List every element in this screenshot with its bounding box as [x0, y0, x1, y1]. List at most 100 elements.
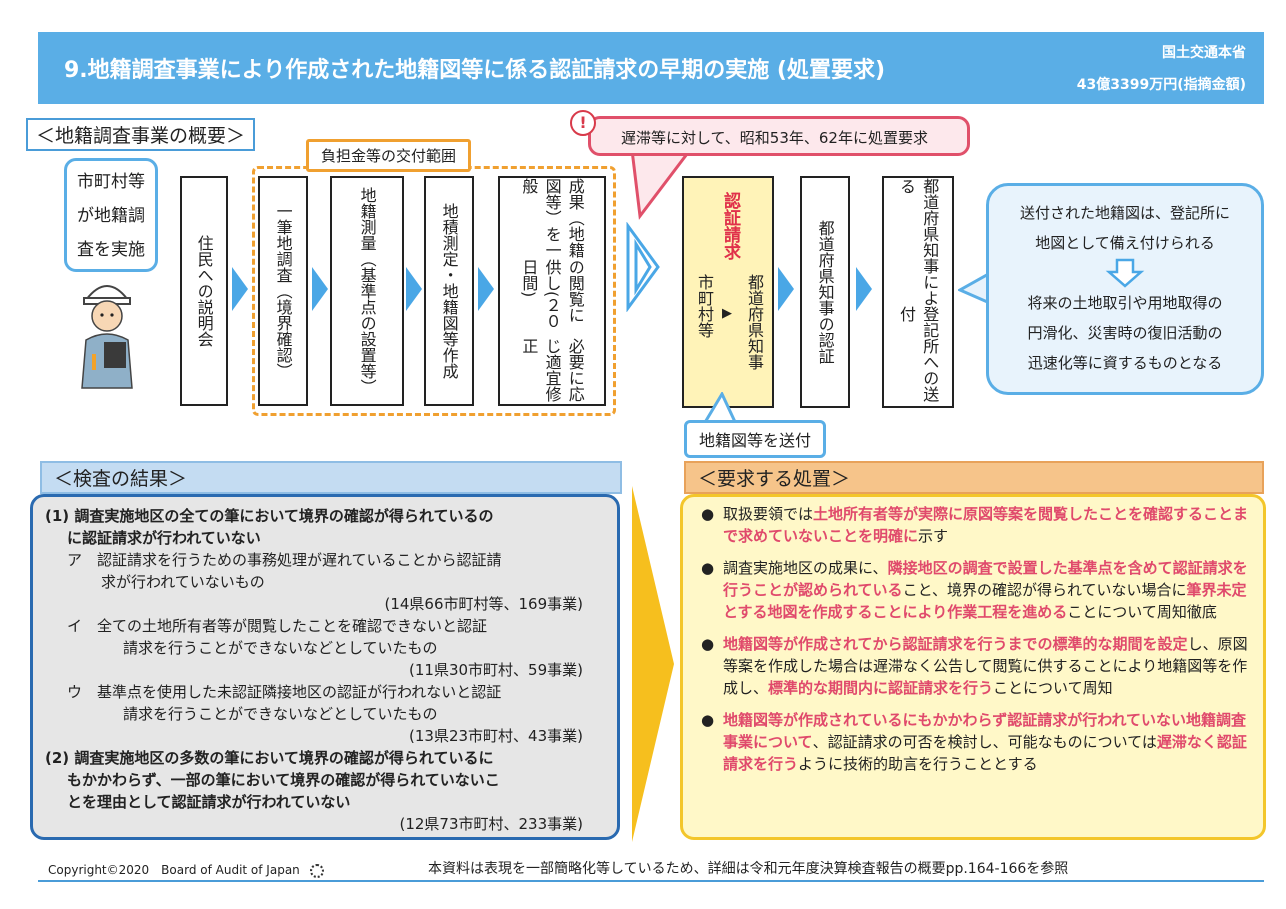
result-heading: (2) 調査実施地区の多数の筆において境界の確認が得られているに — [45, 749, 494, 767]
overview-section-label: ＜地籍調査事業の概要＞ — [26, 118, 256, 151]
step-text: 必要に応じ適宜修正 — [519, 337, 585, 402]
request-item: 地籍図等が作成されているにもかかわらず認証請求が行われていない地籍調査事業につい… — [701, 709, 1249, 775]
request-highlight: 標準的な期間内に認証請求を行う — [768, 679, 994, 697]
footnote: 本資料は表現を一部簡略化等しているため、詳細は令和元年度決算検査報告の概要pp.… — [428, 861, 1069, 877]
request-title: 認証請求 — [720, 192, 740, 260]
step-send-to-registry: 都道府県知事による 登記所への送付 — [882, 176, 954, 408]
step-text: の閲覧に供し(２０日間) — [519, 258, 585, 330]
result-count: (12県73市町村、233事業) — [399, 815, 583, 833]
step-public-inspection: 成果（地籍図等）を一般 の閲覧に供し(２０日間) 必要に応じ適宜修正 — [498, 176, 606, 406]
result-item: 求が行われていないもの — [101, 573, 265, 591]
alert-icon: ! — [570, 110, 596, 136]
flow-arrow-icon — [478, 267, 494, 311]
step-text: 住民への説明会 — [194, 235, 214, 347]
request-highlight: 土地所有者等が実際に原図等案を閲覧したことを確認することまで求めていないことを明… — [723, 505, 1249, 545]
copyright: Copyright©2020 Board of Audit of Japan — [48, 861, 324, 878]
footer-divider — [38, 880, 1264, 882]
bubble-line: 査を実施 — [77, 240, 145, 260]
request-highlight: 地籍図等が作成されてから認証請求を行うまでの標準的な期間を設定 — [723, 635, 1188, 653]
registry-effect-bubble: 送付された地籍図は、登記所に 地図として備え付けられる 将来の土地取引や用地取得… — [986, 183, 1264, 395]
request-highlight: 隣接地区の調査で設置した基準点を含めて認証請求を行うことが認められている — [723, 559, 1248, 599]
bubble-line: 地図として備え付けられる — [1035, 234, 1215, 252]
right-bubble-tail-icon — [958, 270, 992, 306]
request-text: ように技術的助言を行うこととする — [798, 755, 1038, 773]
results-to-requests-arrow-icon — [632, 486, 674, 842]
delay-note-bubble: 遅滞等に対して、昭和53年、62年に処置要求 — [588, 116, 970, 156]
request-item: 地籍図等が作成されてから認証請求を行うまでの標準的な期間を設定し、原図等案を作成… — [701, 633, 1249, 699]
result-item: 請求を行うことができないなどとしていたもの — [123, 705, 438, 723]
request-text: 取扱要領では — [723, 505, 814, 523]
step-text: （基準点の設置等） — [357, 251, 377, 395]
step-parcel-survey: 一筆地調査 （境界確認） — [258, 176, 308, 406]
municipality-bubble: 市町村等 が地籍調 査を実施 — [64, 158, 158, 272]
step-text: 一筆地調査 — [273, 203, 293, 283]
request-direction-icon: ▶ — [722, 306, 732, 321]
result-item: ウ 基準点を使用した未認証隣接地区の認証が行われないと認証 — [67, 683, 502, 701]
agency-name: 国土交通本省 — [1162, 45, 1246, 61]
result-heading: もかかわらず、一部の筆において境界の確認が得られていないこ — [67, 771, 500, 789]
step-resident-briefing: 住民への説明会 — [180, 176, 228, 406]
request-item: 取扱要領では土地所有者等が実際に原図等案を閲覧したことを確認することまで求めてい… — [701, 503, 1249, 547]
result-item: ア 認証請求を行うための事務処理が遅れていることから認証請 — [67, 551, 502, 569]
step-text: 地籍測量 — [357, 187, 377, 251]
page-title: 9.地籍調査事業により作成された地籍図等に係る認証請求の早期の実施 (処置要求) — [64, 58, 885, 83]
request-highlight: 筆界未定とする地図を作成することにより作業工程を進める — [723, 581, 1247, 621]
request-text: こと、境界の確認が得られていない場合に — [902, 581, 1187, 599]
result-item: イ 全ての土地所有者等が閲覧したことを確認できないと認証 — [67, 617, 488, 635]
request-item: 調査実施地区の成果に、隣接地区の調査で設置した基準点を含めて認証請求を行うことが… — [701, 557, 1249, 623]
board-emblem-icon — [309, 863, 324, 878]
request-to: 都道府県知事 — [745, 274, 764, 370]
requests-box: 取扱要領では土地所有者等が実際に原図等案を閲覧したことを確認することまで求めてい… — [680, 494, 1266, 840]
step-text: 登記所への送付 — [897, 306, 940, 403]
bubble-line: 円滑化、災害時の復旧活動の — [1027, 324, 1223, 342]
result-heading: (1) 調査実施地区の全ての筆において境界の確認が得られているの — [45, 507, 494, 525]
header-banner — [38, 32, 1264, 104]
bubble-line: 将来の土地取引や用地取得の — [1027, 294, 1223, 312]
flow-arrow-icon — [312, 267, 328, 311]
bubble-line: 市町村等 — [77, 172, 145, 192]
step-text: 都道府県知事による — [897, 178, 940, 306]
request-highlight: 遅滞なく認証請求を行う — [723, 733, 1247, 773]
request-from: 市町村等 — [695, 274, 714, 338]
step-text: 都道府県知事の認証 — [815, 220, 835, 364]
result-item: 請求を行うことができないなどとしていたもの — [123, 639, 438, 657]
bubble-line: が地籍調 — [77, 206, 145, 226]
step-governor-approval: 都道府県知事の認証 — [800, 176, 850, 408]
step-cadastral-survey: 地籍測量 （基準点の設置等） — [330, 176, 404, 406]
step-area-measurement: 地積測定・地籍図等作成 — [424, 176, 474, 406]
result-heading: とを理由として認証請求が行われていない — [67, 793, 351, 811]
step-text: （境界確認） — [273, 283, 293, 379]
surveyor-illustration-icon — [81, 285, 133, 389]
request-text: 調査実施地区の成果に、 — [723, 559, 888, 577]
requests-section-label: ＜要求する処置＞ — [684, 461, 1264, 494]
pointed-amount: 43億3399万円(指摘金額) — [1076, 77, 1246, 93]
result-heading: に認証請求が行われていない — [67, 529, 261, 547]
step-text: 地積測定・地籍図等作成 — [439, 203, 459, 379]
flow-arrow-icon — [856, 267, 872, 311]
result-count: (14県66市町村等、169事業) — [384, 595, 583, 613]
results-section-label: ＜検査の結果＞ — [40, 461, 622, 494]
request-text: ことについて周知 — [993, 679, 1113, 697]
result-count: (13県23市町村、43事業) — [409, 727, 583, 745]
flow-arrow-icon — [406, 267, 422, 311]
step-certification-request: 認証請求 市町村等 ▶ 都道府県知事 — [682, 176, 774, 408]
down-arrow-icon — [1105, 258, 1145, 288]
result-count: (11県30市町村、59事業) — [409, 661, 583, 679]
hollow-arrow-icon — [626, 222, 660, 312]
request-highlight: 地籍図等が作成されているにもかかわらず認証請求が行われていない地籍調査事業につい… — [723, 711, 1247, 751]
request-text: 、認証請求の可否を検討し、可能なものについては — [812, 733, 1157, 751]
bubble-line: 送付された地籍図は、登記所に — [1019, 204, 1230, 222]
subsidy-range-label: 負担金等の交付範囲 — [306, 139, 472, 172]
delay-note-text: 遅滞等に対して、昭和53年、62年に処置要求 — [621, 129, 928, 147]
bubble-line: 迅速化等に資するものとなる — [1027, 354, 1223, 372]
step-text: 成果（地籍図等）を一般 — [519, 178, 585, 258]
send-label-tail-icon — [702, 392, 738, 424]
flow-arrow-icon — [232, 267, 248, 311]
copyright-text: Copyright©2020 Board of Audit of Japan — [48, 863, 300, 877]
request-text: ことについて周知徹底 — [1067, 603, 1217, 621]
send-documents-label: 地籍図等を送付 — [684, 420, 827, 458]
flow-arrow-icon — [778, 267, 794, 311]
request-text: 示す — [918, 527, 949, 545]
results-box: (1) 調査実施地区の全ての筆において境界の確認が得られているの に認証請求が行… — [30, 494, 620, 840]
request-text: し、原図等案を作成した場合は遅滞なく公告して閲覧に供することにより地籍図等を作成… — [723, 635, 1248, 697]
